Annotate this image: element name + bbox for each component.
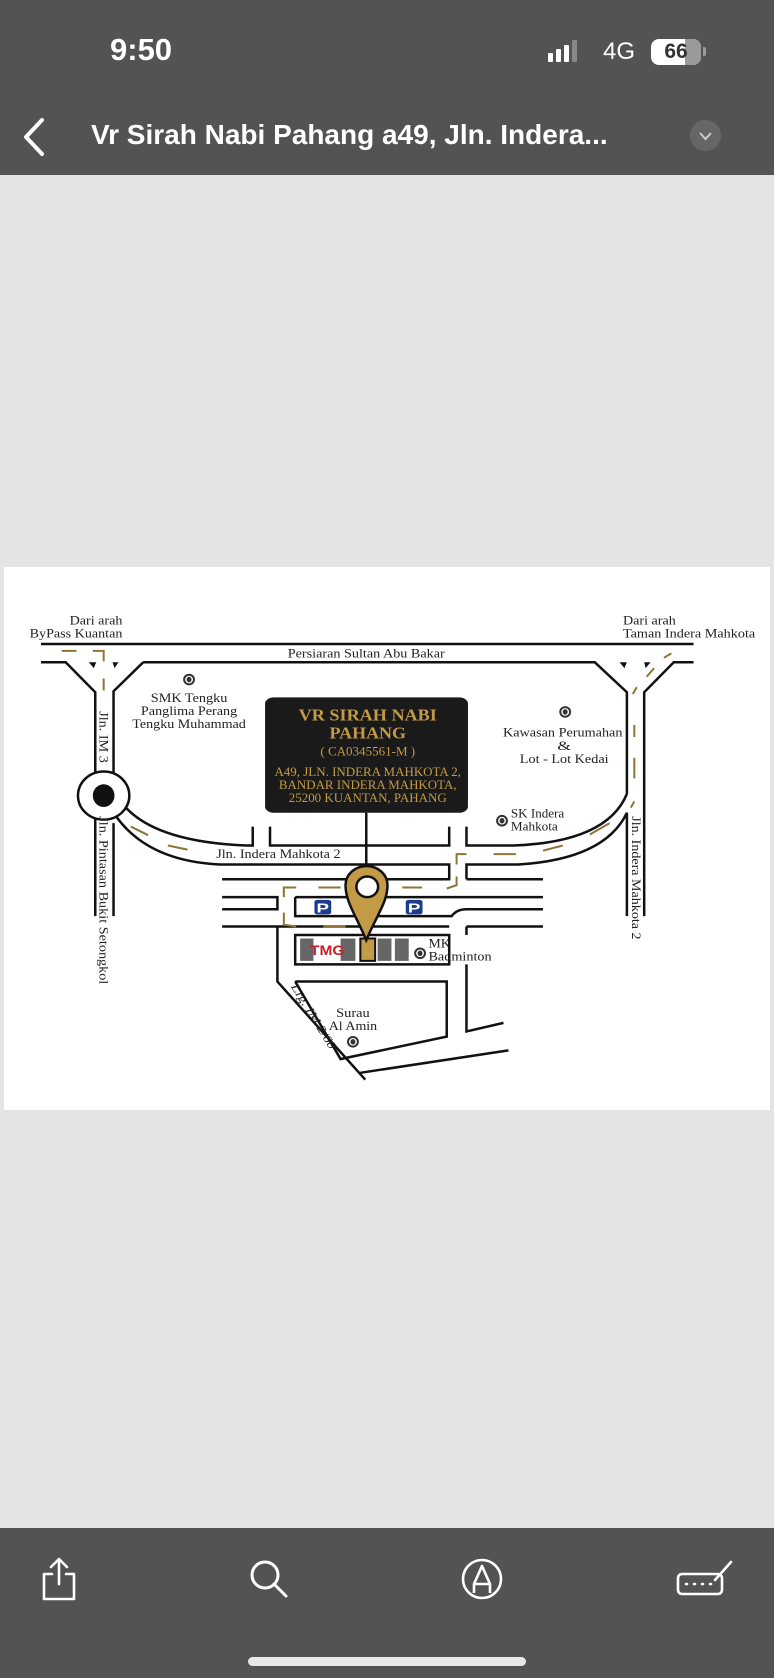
- road-label: Jln. Indera Mahkota 2: [628, 816, 642, 939]
- chevron-left-icon: [24, 118, 44, 156]
- parking-label: P: [408, 901, 421, 916]
- road-label: Jln. Indera Mahkota 2: [216, 847, 340, 861]
- direction-label: Taman Indera Mahkota: [623, 627, 755, 641]
- business-name: VR SIRAH NABI: [299, 705, 437, 724]
- landmark-label: Lot - Lot Kedai: [520, 752, 609, 766]
- business-name: PAHANG: [329, 723, 406, 742]
- share-button[interactable]: [36, 1556, 82, 1602]
- landmark-label: SK Indera: [511, 807, 564, 821]
- shop-lots: [300, 938, 409, 961]
- tmg-label: TMG: [310, 943, 345, 958]
- network-type: 4G: [603, 38, 636, 65]
- markup-button[interactable]: [459, 1556, 505, 1602]
- landmark-label: Badminton: [428, 950, 491, 964]
- battery-icon: 66: [651, 39, 701, 65]
- parking-label: P: [317, 901, 330, 916]
- back-button[interactable]: [18, 114, 58, 160]
- landmark-label: MK: [428, 937, 450, 951]
- landmark-label: &: [557, 739, 571, 753]
- road-label: Jln. IM 3: [96, 711, 110, 763]
- roads: [41, 644, 694, 1080]
- direction-label: Dari arah: [70, 614, 123, 628]
- landmark-label: Mahkota: [511, 820, 558, 834]
- landmark-label: Surau: [336, 1006, 370, 1020]
- form-edit-icon: [676, 1560, 733, 1596]
- signal-icon: [548, 40, 577, 62]
- document-title: Vr Sirah Nabi Pahang a49, Jln. Indera...: [91, 119, 608, 150]
- location-map-image: TMG P P VR SIRAH NABI PAHANG ( CA0345561…: [4, 567, 770, 1110]
- parking-signs: P P: [314, 899, 423, 916]
- chevron-down-icon: [699, 132, 712, 141]
- address-line: 25200 KUANTAN, PAHANG: [289, 791, 447, 805]
- map-drawing: TMG P P VR SIRAH NABI PAHANG ( CA0345561…: [30, 614, 755, 1110]
- address-line: BANDAR INDERA MAHKOTA,: [279, 779, 457, 793]
- landmark-label: SMK Tengku: [151, 691, 228, 705]
- road-label: Persiaran Sultan Abu Bakar: [288, 647, 445, 661]
- direction-label: Dari arah: [623, 614, 676, 628]
- search-button[interactable]: [246, 1556, 292, 1602]
- road-label: Jln. Pintasan Bukit Setongkol: [96, 816, 110, 984]
- direction-arrows: [62, 651, 672, 927]
- markup-icon: [461, 1558, 503, 1600]
- registration-number: ( CA0345561-M ): [320, 745, 415, 759]
- landmark-label: Kawasan Perumahan: [503, 726, 623, 740]
- top-bar: 9:50 4G 66 Vr Sirah Nabi Pahang a49, Jln…: [0, 0, 774, 175]
- landmark-label: Al Amin: [329, 1020, 378, 1034]
- home-indicator[interactable]: [248, 1657, 526, 1666]
- roundabout-center: [92, 784, 115, 807]
- form-fill-button[interactable]: [675, 1556, 735, 1602]
- target-shop-lot: [360, 938, 375, 960]
- share-icon: [42, 1557, 76, 1601]
- road-label: Lrg. IM 2/60: [287, 983, 339, 1051]
- search-icon: [250, 1560, 288, 1598]
- battery-nub: [703, 47, 706, 56]
- title-menu-button[interactable]: [690, 120, 721, 151]
- address-line: A49, JLN. INDERA MAHKOTA 2,: [274, 765, 461, 779]
- direction-label: ByPass Kuantan: [30, 627, 123, 641]
- bottom-toolbar: [0, 1528, 774, 1678]
- landmark-label: Tengku Muhammad: [132, 718, 246, 732]
- status-time: 9:50: [110, 32, 173, 67]
- landmark-label: Panglima Perang: [141, 704, 238, 718]
- signboard: [265, 697, 468, 813]
- battery-level: 66: [664, 40, 688, 63]
